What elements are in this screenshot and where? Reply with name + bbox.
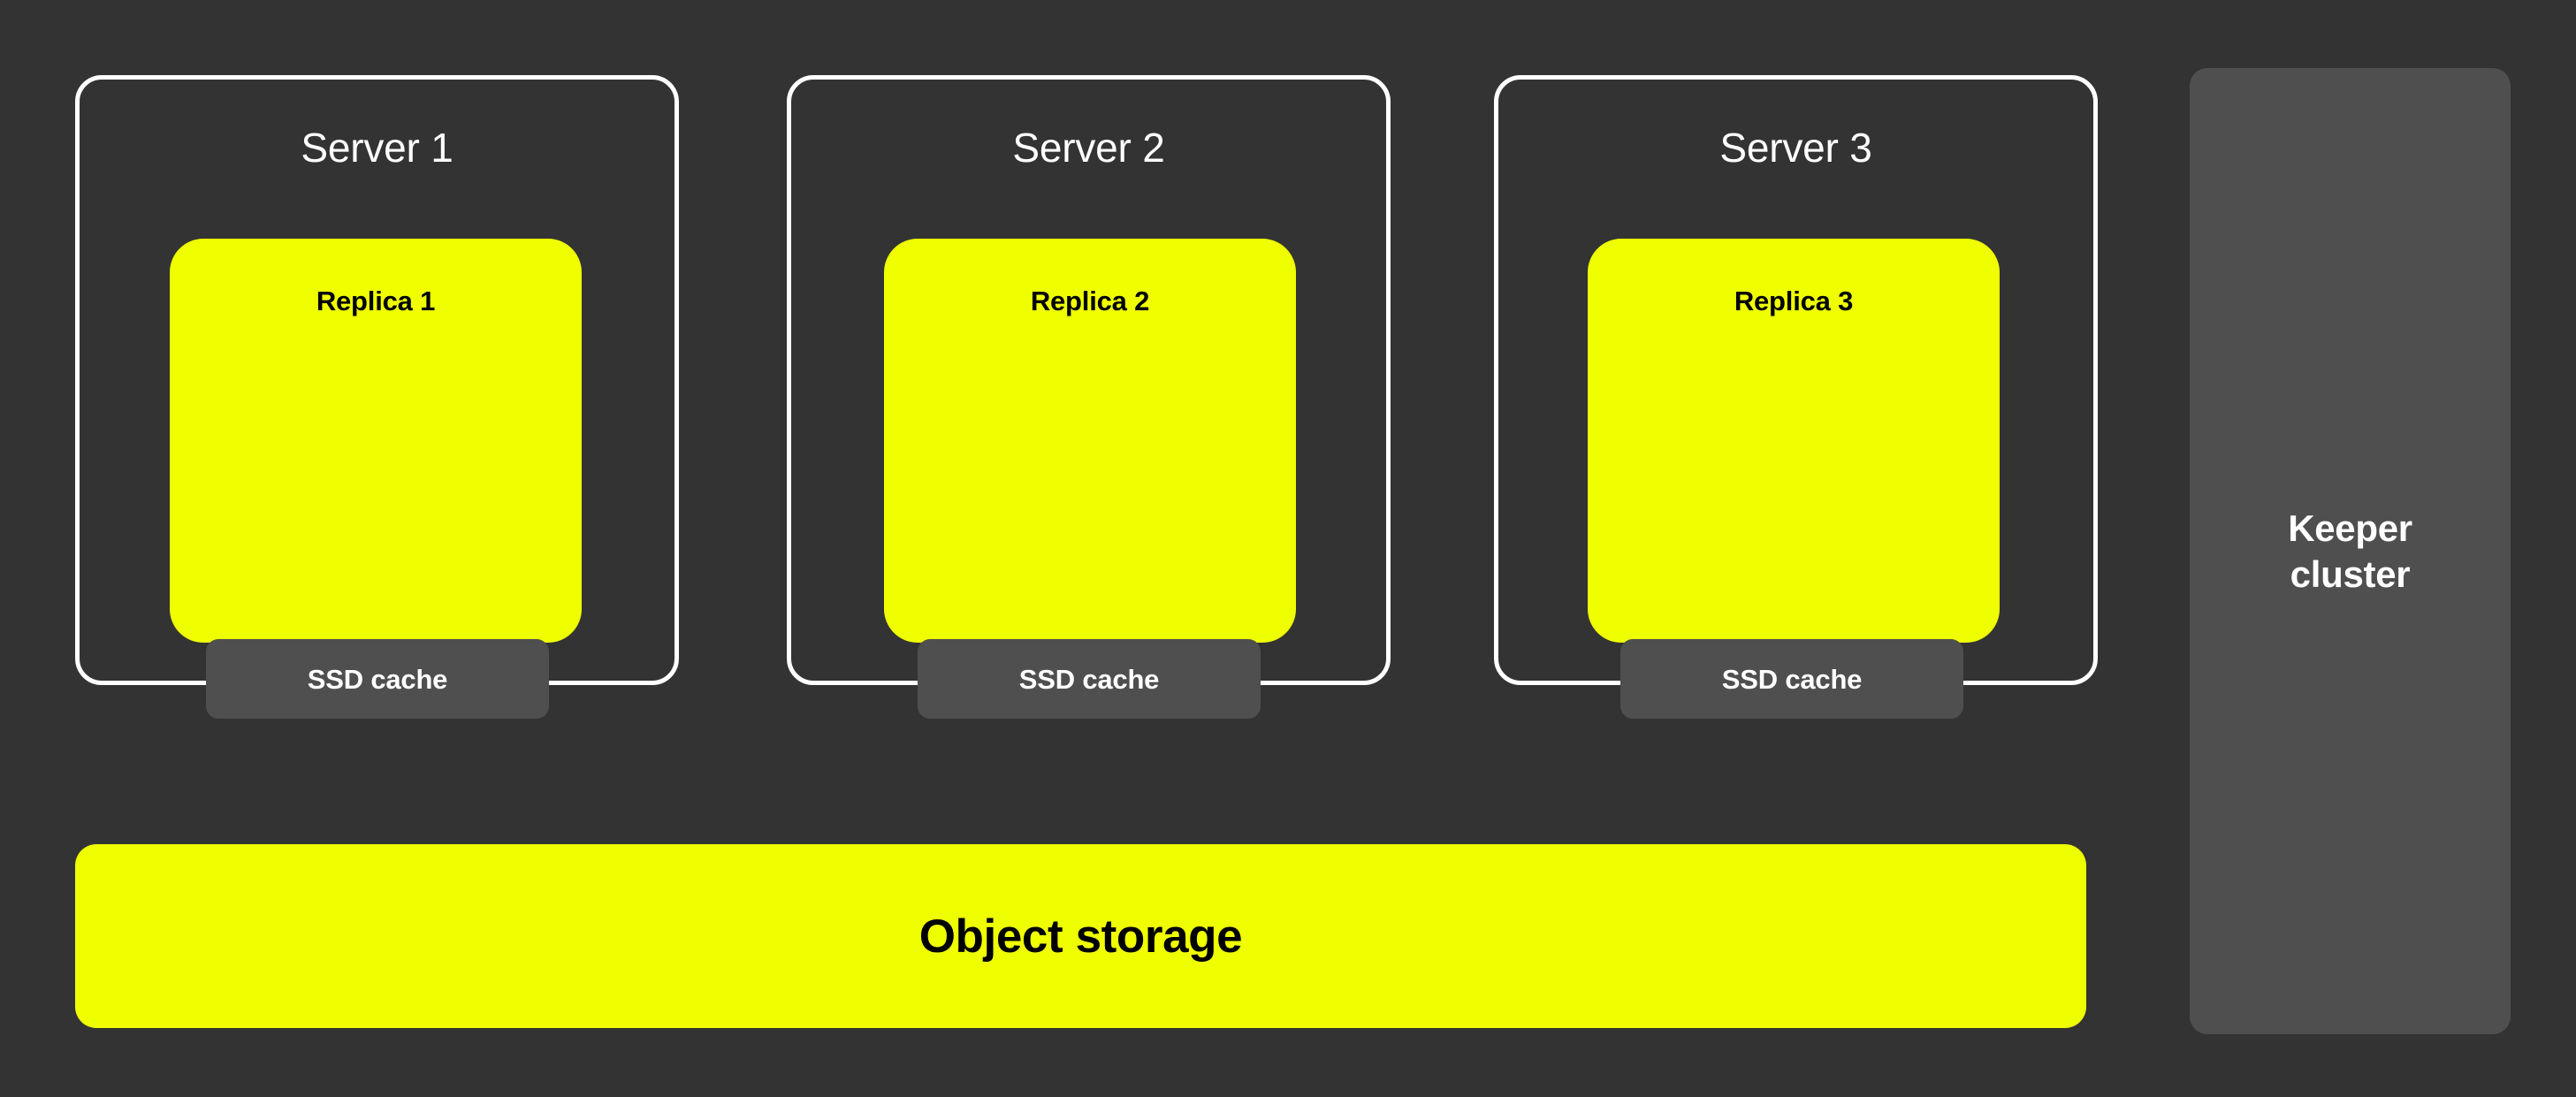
replica-box-3: Replica 3: [1588, 239, 2000, 643]
ssd-cache-chip-1: SSD cache: [206, 639, 549, 719]
replica-label-3: Replica 3: [1734, 286, 1854, 316]
ssd-cache-label-3: SSD cache: [1721, 663, 1863, 695]
keeper-cluster-label: Keeper cluster: [2288, 507, 2412, 595]
keeper-cluster-panel: Keeper cluster: [2190, 68, 2511, 1034]
server-title-3: Server 3: [1719, 125, 1872, 171]
replica-box-1: Replica 1: [170, 239, 582, 643]
ssd-cache-chip-2: SSD cache: [918, 639, 1261, 719]
replica-label-2: Replica 2: [1030, 286, 1150, 316]
object-storage-label: Object storage: [918, 910, 1243, 963]
server-title-1: Server 1: [301, 125, 453, 171]
ssd-cache-label-2: SSD cache: [1018, 663, 1160, 695]
ssd-cache-chip-3: SSD cache: [1620, 639, 1963, 719]
server-title-2: Server 2: [1012, 125, 1165, 171]
ssd-cache-label-1: SSD cache: [307, 663, 448, 695]
replica-box-2: Replica 2: [884, 239, 1296, 643]
replica-label-1: Replica 1: [316, 286, 436, 316]
object-storage-block: Object storage: [75, 844, 2086, 1028]
